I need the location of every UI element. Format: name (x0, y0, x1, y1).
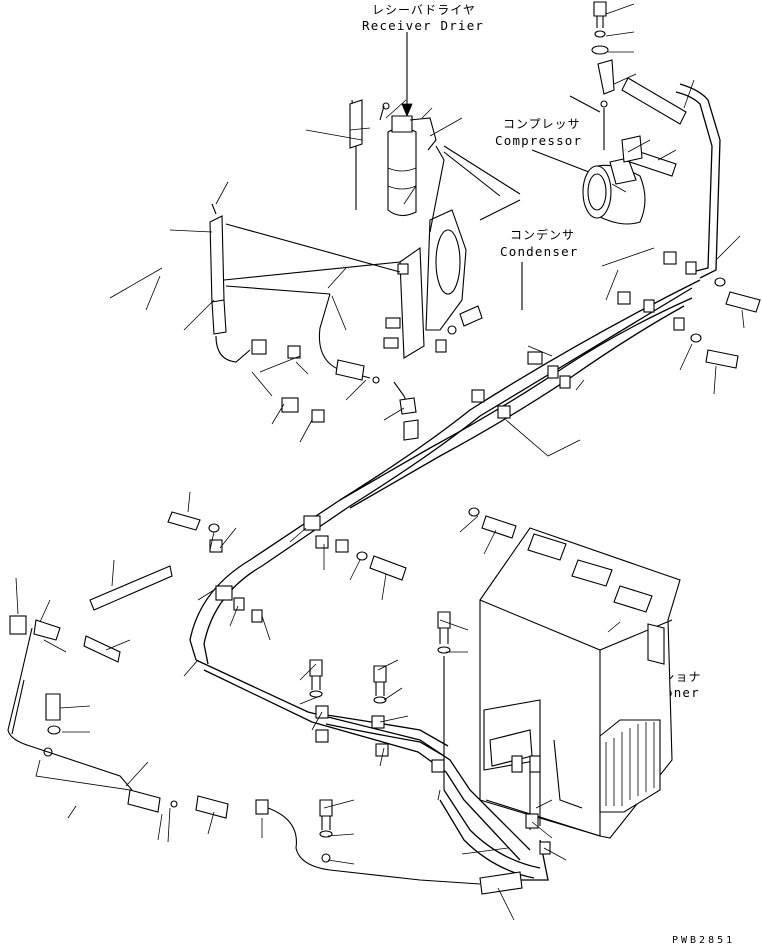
compressor-label-en: Compressor (495, 133, 582, 148)
receiver-drier-label-en: Receiver Drier (362, 18, 484, 33)
upper-left-hoses (209, 99, 419, 441)
receiver-drier-arrowhead (401, 103, 413, 118)
condenser-label-en: Condenser (500, 244, 579, 259)
leader-lines (15, 3, 745, 921)
receiver-drier-label-jp: レシーバドライヤ (372, 3, 476, 17)
drawing-code: PWB2851 (672, 935, 735, 946)
air-conditioner-unit (479, 527, 681, 839)
condenser-label-jp: コンデンサ (510, 227, 575, 242)
compressor (531, 95, 646, 225)
condenser (383, 145, 523, 359)
fasteners (7, 1, 761, 895)
compressor-label-jp: コンプレッサ (503, 117, 581, 131)
receiver-drier (387, 32, 437, 217)
